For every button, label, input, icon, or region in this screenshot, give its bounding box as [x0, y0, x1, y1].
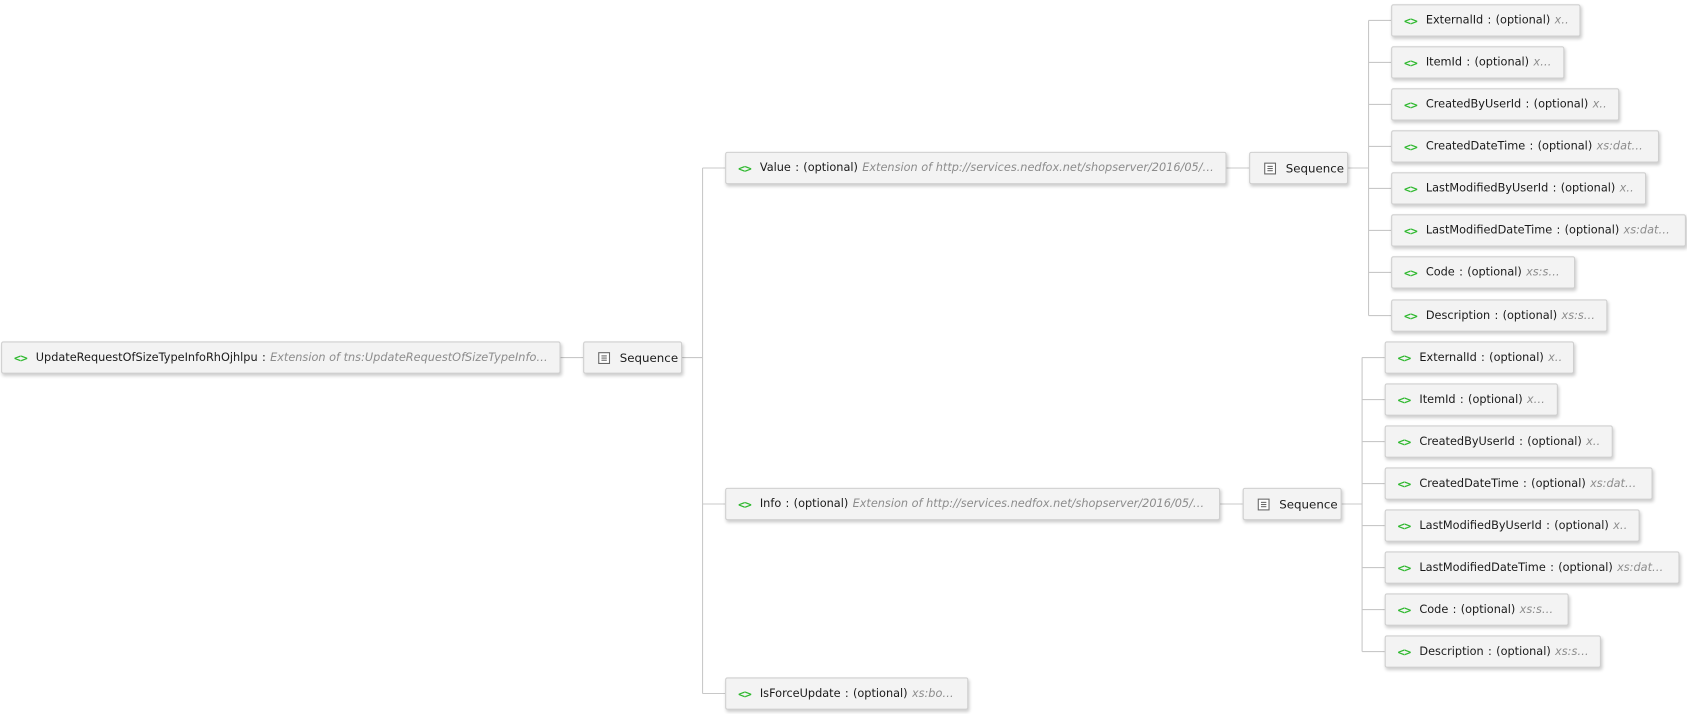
isforceupdate-element-name: IsForceUpdate — [759, 687, 841, 700]
info-field-createdbyuserid[interactable]: <> CreatedByUserId: (optional) xs:int — [1384, 425, 1613, 458]
sequence-icon — [1264, 162, 1277, 174]
root-element-name: UpdateRequestOfSizeTypeInfoRhOjhlpu — [35, 351, 258, 364]
value-field-lastmodifieddatetime[interactable]: <> LastModifiedDateTime: (optional) xs:d… — [1391, 214, 1686, 247]
value-element-optional: (optional) — [803, 161, 858, 175]
root-element-type: Extension of tns:UpdateRequestOfSizeType… — [270, 351, 549, 364]
value-field-itemid[interactable]: <> ItemId: (optional) xs:int — [1391, 46, 1565, 79]
element-icon: <> — [1404, 97, 1418, 112]
element-icon: <> — [1404, 181, 1418, 196]
element-icon: <> — [1397, 434, 1412, 449]
info-element-optional: (optional) — [793, 497, 849, 511]
value-field-externalid[interactable]: <> ExternalId: (optional) xs:int — [1391, 4, 1581, 37]
element-icon: <> — [1404, 223, 1418, 238]
element-icon: <> — [1397, 602, 1412, 617]
value-sequence-node[interactable]: Sequence — [1249, 151, 1349, 185]
info-field-code[interactable]: <> Code: (optional) xs:string — [1384, 593, 1569, 626]
isforceupdate-element-node[interactable]: <> IsForceUpdate : (optional) xs:boolean — [725, 677, 969, 710]
info-field-description[interactable]: <> Description: (optional) xs:string — [1384, 635, 1601, 668]
element-icon: <> — [1404, 265, 1418, 280]
element-icon: <> — [738, 686, 752, 701]
info-field-lastmodifieddatetime[interactable]: <> LastModifiedDateTime: (optional) xs:d… — [1384, 551, 1680, 584]
element-icon: <> — [738, 160, 752, 175]
value-field-code[interactable]: <> Code: (optional) xs:string — [1391, 256, 1576, 289]
info-element-node[interactable]: <> Info : (optional) Extension of http:/… — [725, 487, 1221, 521]
root-element-node[interactable]: <> UpdateRequestOfSizeTypeInfoRhOjhlpu :… — [1, 341, 561, 374]
value-field-createdbyuserid[interactable]: <> CreatedByUserId: (optional) xs:int — [1391, 88, 1620, 121]
info-element-type: Extension of http://services.nedfox.net/… — [852, 497, 1209, 511]
element-icon: <> — [738, 496, 752, 511]
sequence-icon — [598, 351, 611, 364]
info-element-name: Info — [759, 497, 782, 511]
element-icon: <> — [1404, 139, 1418, 154]
element-icon: <> — [1397, 392, 1412, 407]
element-icon: <> — [1397, 350, 1412, 365]
value-field-createddatetime[interactable]: <> CreatedDateTime: (optional) xs:dateTi… — [1391, 130, 1660, 163]
isforceupdate-element-type: xs:boolean — [911, 687, 957, 700]
value-element-name: Value — [759, 161, 791, 175]
element-icon: <> — [1404, 13, 1418, 28]
value-element-type: Extension of http://services.nedfox.net/… — [862, 161, 1214, 175]
element-icon: <> — [13, 350, 28, 365]
element-icon: <> — [1397, 476, 1412, 491]
sequence-label: Sequence — [1285, 160, 1345, 175]
root-sequence-node[interactable]: Sequence — [583, 341, 683, 374]
isforceupdate-element-optional: (optional) — [852, 687, 908, 700]
info-field-itemid[interactable]: <> ItemId: (optional) xs:int — [1384, 383, 1558, 416]
info-field-lastmodifiedbyuserid[interactable]: <> LastModifiedByUserId: (optional) xs:i… — [1384, 509, 1640, 542]
element-icon: <> — [1397, 560, 1412, 575]
value-field-description[interactable]: <> Description: (optional) xs:string — [1391, 299, 1608, 332]
sequence-label: Sequence — [1279, 496, 1338, 511]
element-icon: <> — [1404, 308, 1418, 323]
info-field-externalid[interactable]: <> ExternalId: (optional) xs:int — [1384, 341, 1575, 374]
element-icon: <> — [1404, 55, 1418, 70]
sequence-icon — [1257, 498, 1270, 510]
sequence-label: Sequence — [619, 350, 679, 365]
value-element-node[interactable]: <> Value : (optional) Extension of http:… — [725, 151, 1227, 185]
element-icon: <> — [1397, 644, 1412, 659]
element-icon: <> — [1397, 518, 1412, 533]
value-field-lastmodifiedbyuserid[interactable]: <> LastModifiedByUserId: (optional) xs:i… — [1391, 172, 1647, 205]
info-sequence-node[interactable]: Sequence — [1242, 487, 1342, 521]
info-field-createddatetime[interactable]: <> CreatedDateTime: (optional) xs:dateTi… — [1384, 467, 1653, 500]
